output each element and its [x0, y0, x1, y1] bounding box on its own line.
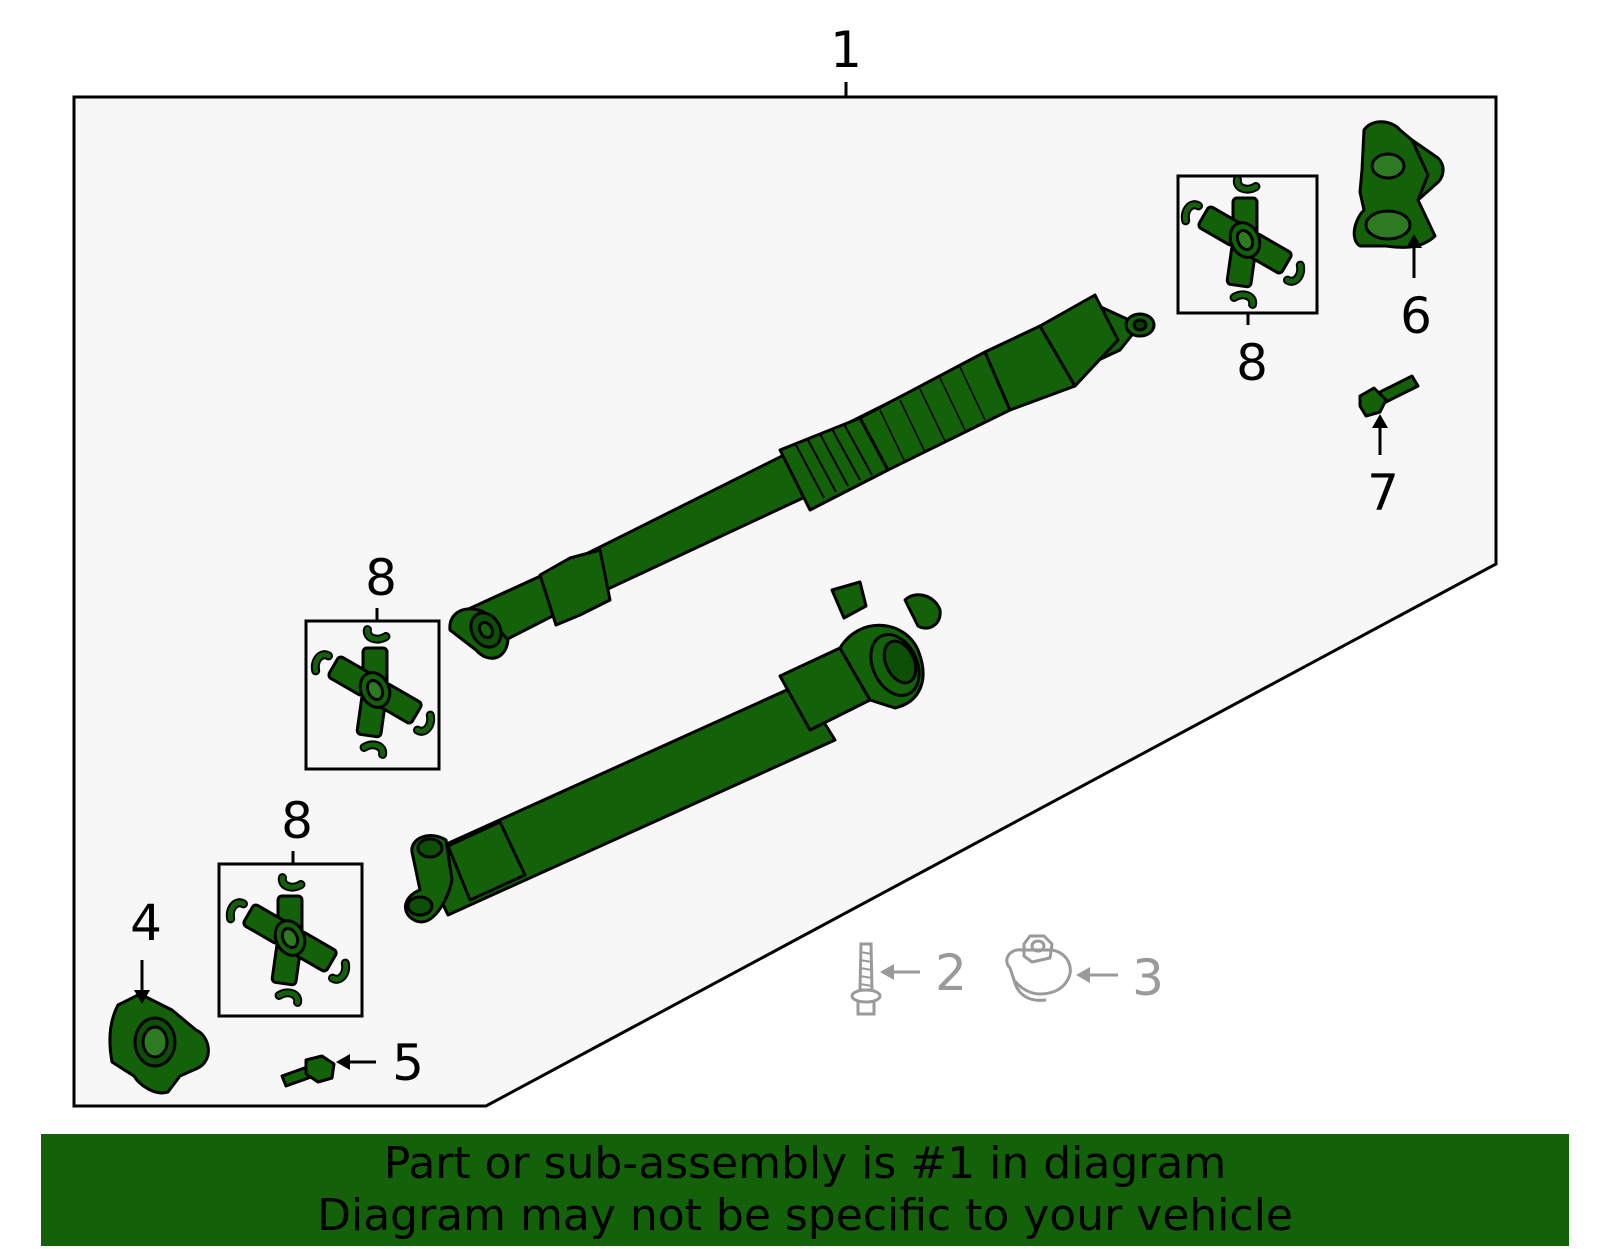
ujoint-group-upper: 8	[1176, 174, 1319, 392]
callout-8-upper-label: 8	[1236, 334, 1268, 392]
footer-line-1: Part or sub-assembly is #1 in diagram	[383, 1138, 1227, 1189]
callout-8-middle-label: 8	[365, 549, 397, 607]
callout-5-label: 5	[392, 1034, 424, 1092]
upper-driveshaft	[448, 293, 1156, 660]
callout-3-label: 3	[1132, 949, 1164, 1007]
footer-line-2: Diagram may not be specific to your vehi…	[317, 1190, 1293, 1241]
grey-nut	[1005, 934, 1072, 1002]
callout-6-label: 6	[1400, 287, 1432, 345]
callout-8-lower-label: 8	[281, 792, 313, 850]
footer-notice: Part or sub-assembly is #1 in diagram Di…	[41, 1134, 1569, 1246]
footer-band-bg	[41, 1134, 1569, 1246]
center-bearing-bolt	[1358, 374, 1420, 418]
rear-bolt	[280, 1054, 336, 1088]
callout-7-label: 7	[1367, 464, 1399, 522]
ujoint-group-middle: 8	[304, 549, 441, 771]
lower-driveshaft	[404, 580, 942, 924]
center-bearing-bracket	[1352, 120, 1445, 249]
callout-2-label: 2	[935, 944, 967, 1002]
callout-4-label: 4	[130, 894, 162, 952]
ujoint-group-lower: 8	[217, 792, 364, 1018]
grey-bolt	[850, 942, 882, 1016]
rear-bearing-flange	[108, 992, 210, 1095]
callout-1-label: 1	[830, 21, 862, 79]
